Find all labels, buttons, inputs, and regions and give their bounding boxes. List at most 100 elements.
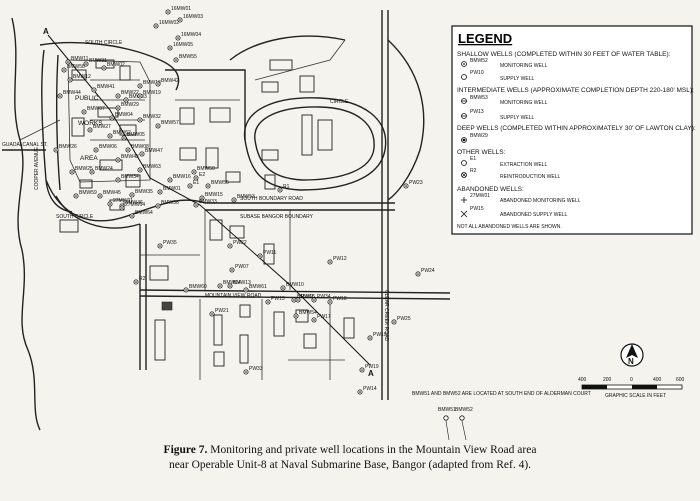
legend-code-27mw01: 27MW01 [470, 193, 490, 199]
area-label-public: PUBLIC [75, 95, 99, 102]
well-label-r1: R1 [283, 184, 290, 190]
legend-text-abandoned-supply: ABANDONED SUPPLY WELL [500, 212, 568, 218]
well-center-pw23 [405, 185, 407, 187]
scale-tick-4: 600 [676, 377, 685, 383]
well-center-pw34 [313, 299, 315, 301]
well-center-pw18 [329, 301, 331, 303]
well-center-pw16 [297, 299, 299, 301]
well-label-27mw04: 27MW04 [125, 202, 145, 208]
legend-title: LEGEND [458, 31, 512, 46]
well-center-bmw44 [59, 95, 61, 97]
well-center-pw33 [245, 371, 247, 373]
legend-text-shallow-monitoring: MONITORING WELL [500, 63, 548, 69]
well-label-bmw60: BMW60 [189, 284, 207, 290]
legend-text-reintroduction: REINTRODUCTION WELL [500, 174, 561, 180]
roads [2, 10, 451, 431]
legend-note: NOT ALL ABANDONED WELLS ARE SHOWN. [457, 224, 562, 230]
wells-layer: BMW01BMW02BMW03BMW04BMW05BMW06BMW07BMW08… [53, 6, 435, 395]
well-label-pw21: PW21 [215, 308, 229, 314]
well-label-pw16: PW16 [301, 294, 315, 300]
well-center-pw19 [361, 369, 363, 371]
well-center-16mw04 [177, 37, 179, 39]
scale-tick-0: 400 [578, 377, 587, 383]
well-center-bmw25 [71, 171, 73, 173]
well-label-bmw12: BMW12 [73, 74, 91, 80]
well-label-pw33: PW33 [249, 366, 263, 372]
well-label-pw24: PW24 [421, 268, 435, 274]
well-center-16mw01 [167, 11, 169, 13]
well-center-bmw47 [141, 153, 143, 155]
well-center-bmw22 [117, 95, 119, 97]
well-label-e1: E1 [193, 180, 199, 186]
well-label-bmw63: BMW63 [143, 164, 161, 170]
well-center-r2 [135, 281, 137, 283]
well-label-bmw31: BMW31 [89, 58, 107, 64]
well-center-bmw31 [85, 63, 87, 65]
well-label-bmw46: BMW46 [125, 200, 143, 206]
well-label-bmw59: BMW59 [79, 190, 97, 196]
well-label-bmw61: BMW61 [249, 284, 267, 290]
well-center-bmw61 [245, 289, 247, 291]
well-center-bmw60 [185, 289, 187, 291]
well-center-pw15 [369, 337, 371, 339]
well-label-bmw22: BMW22 [121, 90, 139, 96]
road-label-circle: CIRCLE [330, 99, 349, 105]
well-label-pw22: PW22 [233, 240, 247, 246]
road-label-south-circle-lower: SOUTH CIRCLE [56, 214, 94, 220]
well-center-bmw62 [109, 135, 111, 137]
well-label-bmw43: BMW43 [121, 154, 139, 160]
well-center-pw35 [159, 245, 161, 247]
well-label-bmw50: BMW50 [197, 166, 215, 172]
well-center-bmw59 [75, 195, 77, 197]
legend-text-extraction: EXTRACTION WELL [500, 162, 547, 168]
well-label-bmw35: BMW35 [135, 189, 153, 195]
well-center-bmw06 [95, 149, 97, 151]
road-label-clear-creek: CLEAR CREEK ROAD [383, 290, 389, 342]
well-center-bmw01 [159, 191, 161, 193]
road-labels: SOUTH CIRCLE SOUTH CIRCLE GUADALCANAL ST… [2, 40, 389, 342]
well-center-bmw04 [111, 117, 113, 119]
legend-code-bmw52: BMW52 [470, 58, 488, 64]
well-center-bmw54 [295, 315, 297, 317]
well-label-bmw52: BMW52 [455, 407, 473, 413]
scale-tick-1: 200 [603, 377, 612, 383]
extraction-well-icon [461, 160, 467, 166]
road-label-guadalcanal: GUADALCANAL ST. [2, 142, 48, 148]
well-center-pw25 [393, 321, 395, 323]
well-center-16mw03 [179, 19, 181, 21]
well-label-bmw07: BMW07 [87, 106, 105, 112]
well-center-bmw36 [157, 205, 159, 207]
well-center-bmw42 [157, 83, 159, 85]
legend-section-deep: DEEP WELLS (COMPLETED WITHIN APPROXIMATE… [457, 125, 696, 132]
well-label-bmw44: BMW44 [63, 90, 81, 96]
well-center-bmw13 [229, 285, 231, 287]
well-center-bmw18 [139, 85, 141, 87]
well-center-bmw12 [69, 79, 71, 81]
well-center-bmw58 [63, 69, 65, 71]
well-label-bmw10: BMW10 [286, 282, 304, 288]
well-center-bmw27 [89, 129, 91, 131]
well-label-pw25: PW25 [397, 316, 411, 322]
well-center-bmw35 [131, 194, 133, 196]
well-center-bmw24 [91, 171, 93, 173]
well-center-bmw50 [193, 171, 195, 173]
well-label-bmw32: BMW32 [143, 114, 161, 120]
well-center-bmw32 [139, 119, 141, 121]
well-label-bmw04: BMW04 [115, 112, 133, 118]
legend-code-bmw53: BMW53 [470, 95, 488, 101]
well-center-pw21 [211, 313, 213, 315]
road-label-boundary: SUBASE BANGOR BOUNDARY [240, 214, 314, 220]
section-markers: A A [43, 27, 374, 378]
legend-text-intermediate-monitoring: MONITORING WELL [500, 100, 548, 106]
well-label-bmw08: BMW08 [131, 144, 149, 150]
well-center-bmw57 [157, 125, 159, 127]
well-center-bmw33 [195, 204, 197, 206]
abandoned-supply-icon [460, 210, 468, 218]
legend-section-shallow: SHALLOW WELLS (COMPLETED WITHIN 30 FEET … [457, 51, 671, 58]
road-label-cooper: COOPER AVENUE [34, 146, 40, 190]
located-note-text: BMW51 AND BMW52 ARE LOCATED AT SOUTH END… [412, 391, 591, 397]
well-label-16mw01: 16MW01 [171, 6, 191, 12]
legend-text-abandoned-monitoring: ABANDONED MONITORING WELL [500, 198, 581, 204]
well-label-bmw05: BMW05 [127, 132, 145, 138]
